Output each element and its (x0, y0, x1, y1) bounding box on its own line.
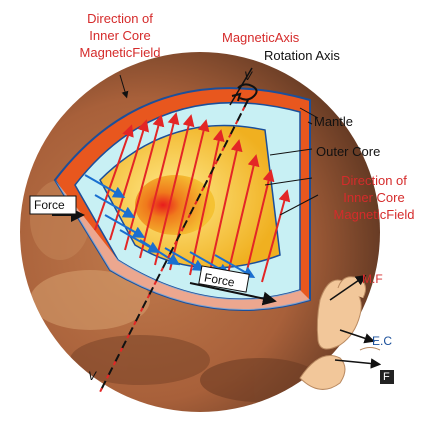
label-mf: M.F (362, 272, 383, 286)
label-pointers (119, 74, 319, 216)
label-line: Inner Core (89, 28, 151, 43)
label-rotation-axis: Rotation Axis (264, 48, 340, 63)
rotation-axis-line (99, 99, 249, 393)
label-v-bottom: V (88, 369, 97, 383)
label-f: F (383, 371, 390, 383)
label-ec: E.C (372, 334, 393, 348)
label-direction-inner-core-top: Direction of Inner Core MagneticField (60, 10, 180, 61)
hand-arrows (329, 275, 382, 369)
label-line: Direction of (341, 173, 407, 188)
label-v-top: V (244, 69, 253, 83)
rotation-symbol-icon (231, 83, 258, 102)
hand-illustration (299, 276, 381, 390)
force-left-box (29, 195, 77, 215)
label-outer-core: Outer Core (316, 144, 381, 159)
label-line: MagneticField (79, 45, 161, 60)
label-mantle: Mantle (314, 114, 354, 129)
label-line: MagneticField (333, 207, 415, 222)
force-arrows (52, 208, 277, 306)
label-magnetic-axis: MagneticAxis (222, 30, 300, 45)
label-line: Inner Core (343, 190, 405, 205)
f-badge (380, 370, 394, 384)
label-force-left: Force (34, 198, 65, 212)
force-bottom-box (198, 265, 250, 293)
label-line: Direction of (87, 11, 153, 26)
field-arrows (94, 112, 291, 284)
label-direction-inner-core-right: Direction of Inner Core MagneticField (318, 172, 430, 223)
